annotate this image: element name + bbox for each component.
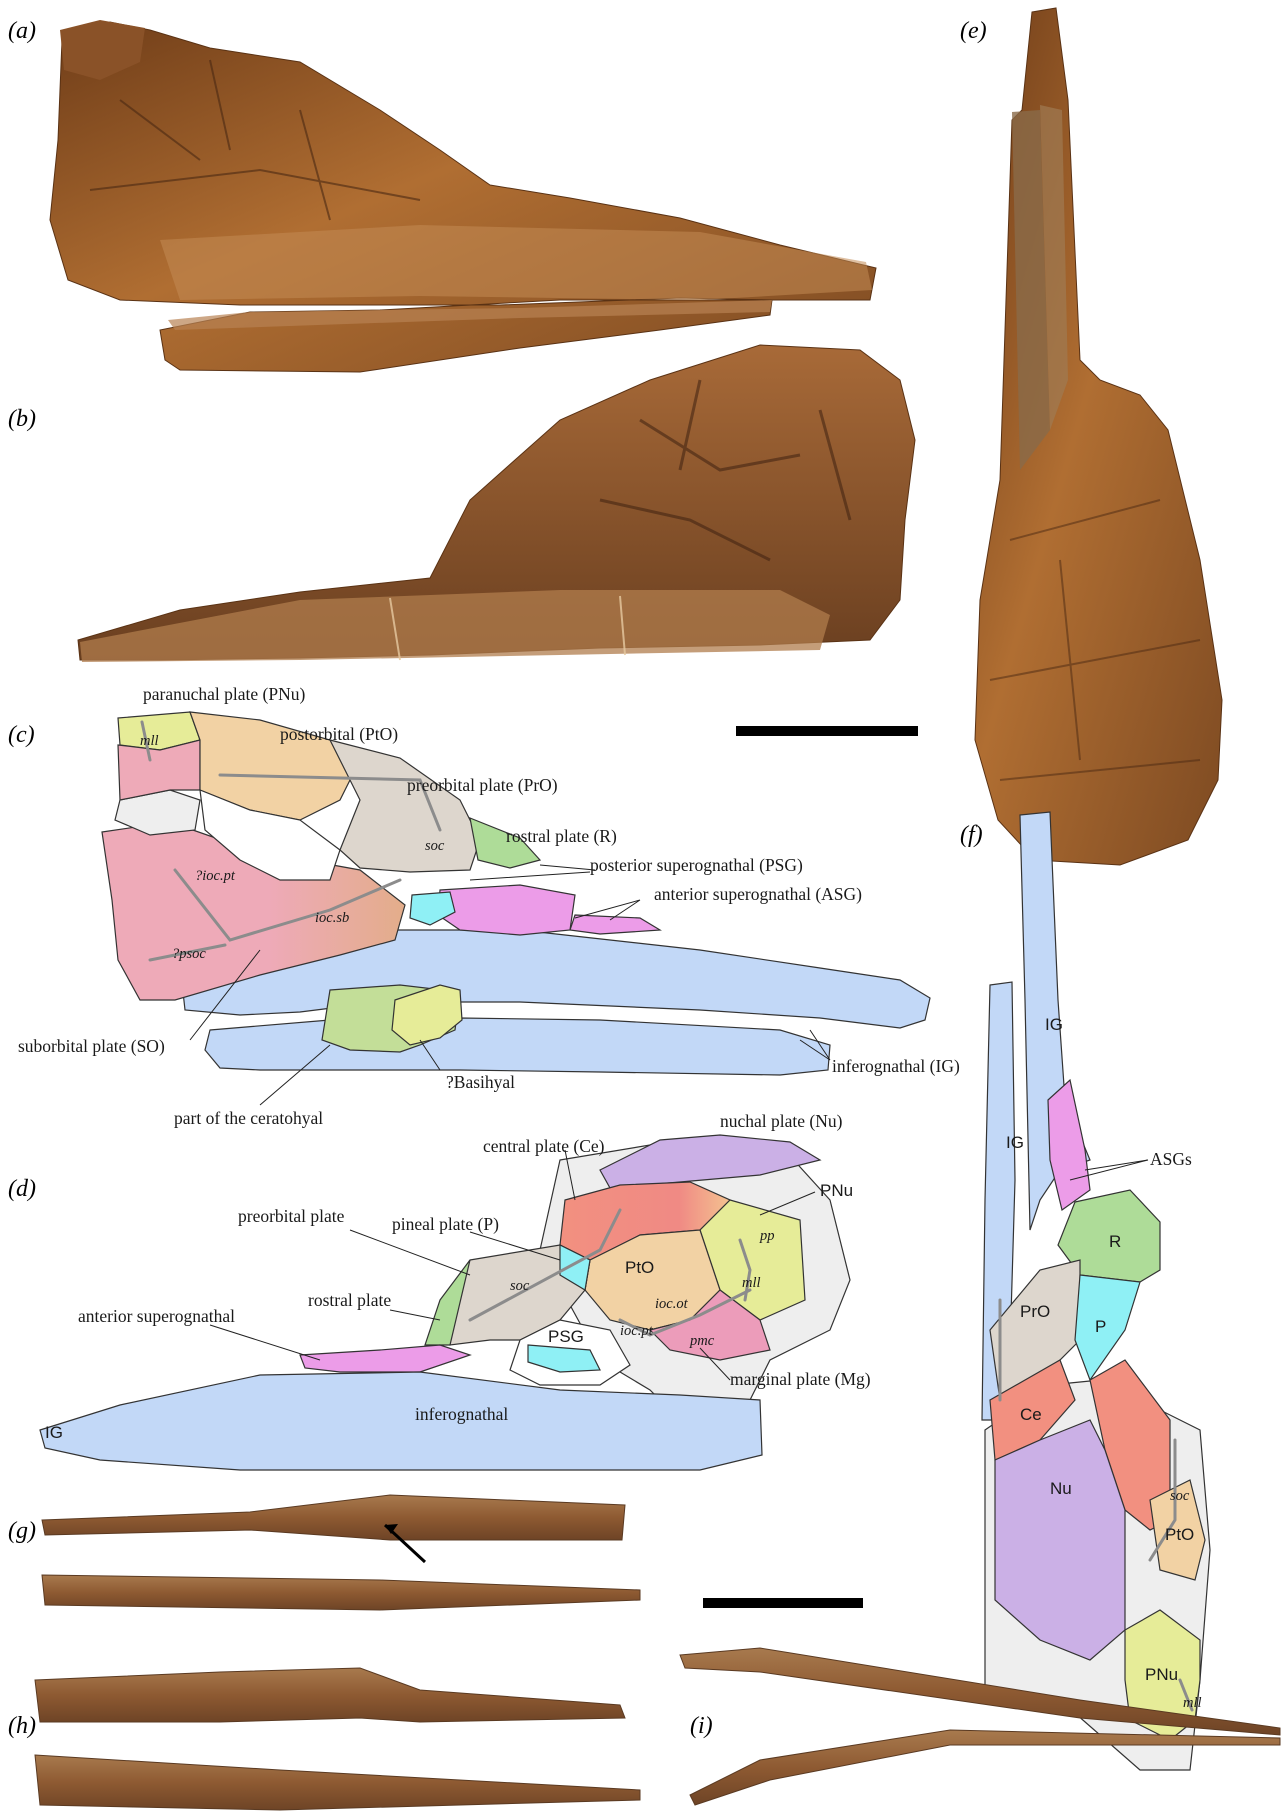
drawing-panel-f [981, 811, 1211, 1771]
postorbital-plate-f [1149, 1479, 1206, 1581]
label-suborbital-c: suborbital plate (SO) [18, 1036, 165, 1056]
canal-mll-d: mll [742, 1275, 761, 1291]
label-rostral-d: rostral plate [308, 1290, 391, 1310]
photo-panel-b [77, 344, 916, 662]
preorbital-plate [328, 739, 481, 873]
panel-label-b: (b) [8, 406, 36, 432]
drawing-panel-d [39, 1134, 851, 1471]
canal-ioc-pt-d: ioc.pt [620, 1323, 654, 1339]
label-pineal-d: pineal plate (P) [392, 1214, 499, 1234]
anterior-superognathal-d [299, 1344, 472, 1373]
anterior-superognathal-f [1047, 1078, 1091, 1212]
canal-pp-d: pp [759, 1228, 775, 1244]
rostral-plate [469, 817, 542, 869]
canal-psoc-c: ?psoc [172, 946, 206, 962]
label-postorbital-c: postorbital (PtO) [280, 724, 398, 744]
label-ce-f: Ce [1020, 1405, 1042, 1424]
canal-mll-f: mll [1183, 1695, 1202, 1711]
photo-panel-e [974, 7, 1223, 866]
pineal-plate-f [1074, 1274, 1141, 1382]
postorbital-plate [189, 711, 361, 821]
label-asgs-f: ASGs [1150, 1149, 1192, 1169]
label-basihyal-c: ?Basihyal [446, 1072, 515, 1092]
label-central-d: central plate (Ce) [483, 1136, 605, 1156]
label-paranuchal-c: paranuchal plate (PNu) [143, 684, 305, 704]
panel-label-a: (a) [8, 18, 36, 44]
panel-label-g: (g) [8, 1518, 36, 1544]
label-ig-d: IG [45, 1423, 63, 1442]
drawing-panel-c [101, 711, 931, 1076]
canal-soc-d: soc [510, 1278, 530, 1294]
panel-label-f: (f) [960, 822, 983, 848]
scale-bar-2 [703, 1598, 863, 1608]
basihyal [391, 984, 463, 1046]
label-asg-d: anterior superognathal [78, 1306, 235, 1326]
panel-label-h: (h) [8, 1713, 36, 1739]
photo-panel-h [34, 1667, 641, 1811]
canal-ioc-pt-c: ?ioc.pt [195, 868, 236, 884]
canal-ioc-ot-d: ioc.ot [655, 1296, 689, 1312]
cyan-element-c [409, 891, 456, 926]
canal-ioc-sb-c: ioc.sb [315, 910, 349, 926]
label-pto-f: PtO [1165, 1525, 1194, 1544]
label-ceratohyal-c: part of the ceratohyal [174, 1108, 323, 1128]
panel-label-e: (e) [960, 18, 987, 44]
label-psg-d: PSG [548, 1327, 584, 1346]
photo-panel-i [679, 1647, 1281, 1806]
inferognathal-lower [204, 1017, 831, 1076]
label-inferognathal-d: inferognathal [415, 1404, 508, 1424]
label-r-f: R [1109, 1232, 1121, 1251]
canal-mll-c: mll [140, 733, 159, 749]
rostral-plate-d [424, 1259, 471, 1346]
label-ig2-f: IG [1006, 1133, 1024, 1152]
central-plate-f [989, 1359, 1076, 1461]
rostral-plate-f [1057, 1189, 1161, 1283]
label-preorbital-c: preorbital plate (PrO) [407, 775, 558, 795]
panel-label-c: (c) [8, 722, 35, 748]
label-marginal-d: marginal plate (Mg) [730, 1369, 871, 1389]
panel-label-d: (d) [8, 1176, 36, 1202]
canal-pmc-d: pmc [689, 1333, 715, 1349]
label-pnu-f: PNu [1145, 1665, 1178, 1684]
orbit [199, 789, 341, 881]
photo-panel-a [49, 20, 877, 373]
label-asg-c: anterior superognathal (ASG) [654, 884, 862, 904]
posterior-superognathal [437, 884, 576, 936]
label-p-f: P [1095, 1317, 1106, 1336]
label-nuchal-d: nuchal plate (Nu) [720, 1111, 843, 1131]
posterior-superognathal-d [527, 1344, 601, 1373]
label-pnu-d: PNu [820, 1181, 853, 1200]
photo-panel-g [41, 1494, 641, 1611]
label-inferognathal-c: inferognathal (IG) [832, 1056, 960, 1076]
scale-bar-1 [736, 726, 918, 736]
canal-soc-f: soc [1170, 1488, 1190, 1504]
label-ig1-f: IG [1045, 1015, 1063, 1034]
inferognathal-d [39, 1371, 763, 1471]
panel-label-i: (i) [690, 1713, 713, 1739]
canal-soc-c: soc [425, 838, 445, 854]
pineal-plate-d [559, 1244, 591, 1291]
label-nu-f: Nu [1050, 1479, 1072, 1498]
label-pro-f: PrO [1020, 1302, 1050, 1321]
label-rostral-c: rostral plate (R) [506, 826, 617, 846]
label-pto-d: PtO [625, 1258, 654, 1277]
anterior-superognathal-c [569, 914, 662, 935]
label-psg-c: posterior superognathal (PSG) [590, 855, 803, 875]
nuchal-plate-f [994, 1419, 1126, 1661]
marginal-plate-d [648, 1289, 771, 1361]
label-preorbital-d: preorbital plate [238, 1206, 345, 1226]
